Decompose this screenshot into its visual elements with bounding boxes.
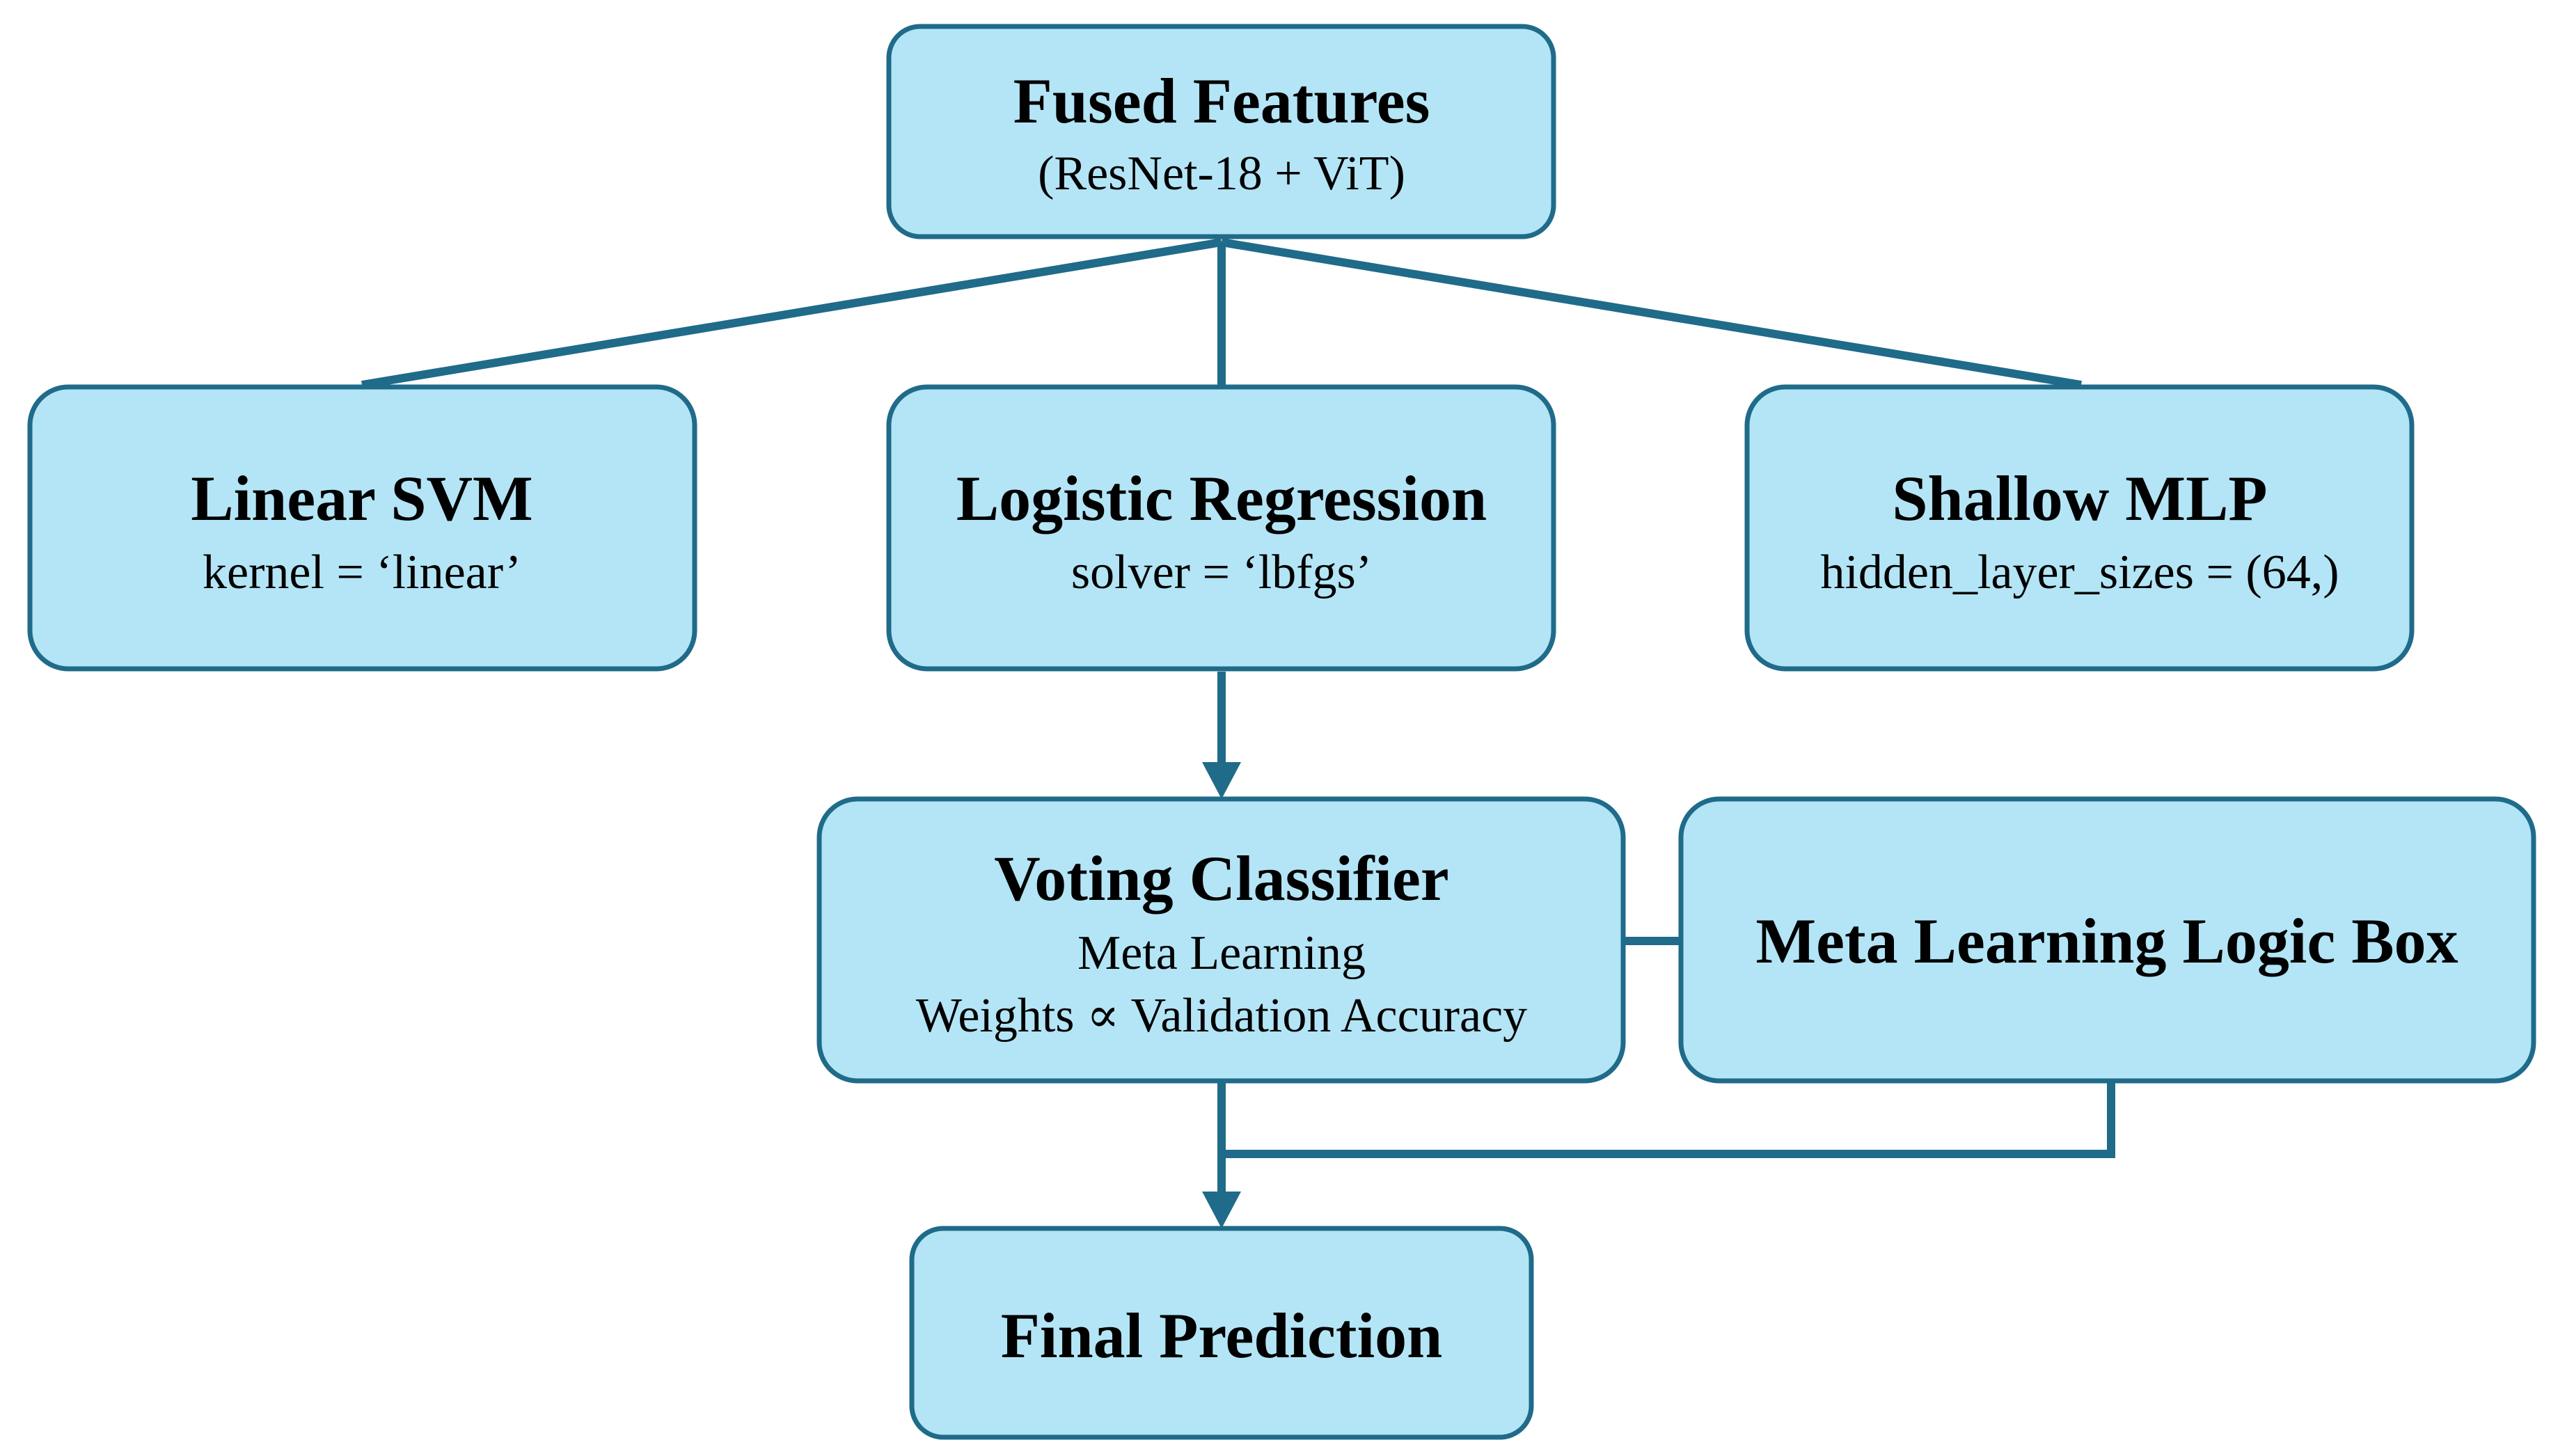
node-logistic-regression-subtitle: solver = ‘lbfgs’ (1071, 546, 1372, 599)
arrowhead-to-voting (1202, 762, 1241, 799)
node-logistic-regression: Logistic Regression solver = ‘lbfgs’ (886, 384, 1556, 672)
node-fused-features: Fused Features (ResNet-18 + ViT) (886, 24, 1556, 239)
node-linear-svm-box (27, 384, 697, 672)
node-voting-classifier-line2: Weights ∝ Validation Accuracy (916, 989, 1527, 1043)
node-meta-learning-logic-box: Meta Learning Logic Box (1678, 796, 2536, 1084)
connector-fused-to-svm (361, 238, 1222, 389)
node-voting-classifier-title: Voting Classifier (994, 843, 1448, 914)
node-meta-learning-logic-box-title: Meta Learning Logic Box (1755, 905, 2458, 976)
node-linear-svm-title: Linear SVM (191, 463, 533, 534)
node-fused-features-subtitle: (ResNet-18 + ViT) (1038, 147, 1405, 200)
node-voting-classifier-box (816, 796, 1626, 1084)
arrowhead-to-final (1202, 1192, 1241, 1228)
node-shallow-mlp-box (1744, 384, 2415, 672)
node-logistic-regression-box (886, 384, 1556, 672)
node-voting-classifier: Voting Classifier Meta Learning Weights … (816, 796, 1626, 1084)
connector-meta-to-merge (1222, 1083, 2115, 1158)
node-logistic-regression-title: Logistic Regression (956, 463, 1487, 534)
node-shallow-mlp-subtitle: hidden_layer_sizes = (64,) (1820, 546, 2339, 599)
node-final-prediction-box (909, 1226, 1534, 1440)
node-meta-learning-logic-box-box (1678, 796, 2536, 1084)
node-fused-features-box (886, 24, 1556, 239)
node-final-prediction: Final Prediction (909, 1226, 1534, 1440)
node-shallow-mlp-title: Shallow MLP (1892, 463, 2267, 534)
connector-fused-to-mlp (1221, 238, 2082, 389)
node-final-prediction-title: Final Prediction (1001, 1300, 1443, 1371)
node-linear-svm-subtitle: kernel = ‘linear’ (203, 546, 521, 599)
node-shallow-mlp: Shallow MLP hidden_layer_sizes = (64,) (1744, 384, 2415, 672)
node-linear-svm: Linear SVM kernel = ‘linear’ (27, 384, 697, 672)
node-voting-classifier-line1: Meta Learning (1077, 926, 1366, 980)
connectors (361, 238, 2115, 1228)
node-fused-features-title: Fused Features (1013, 65, 1430, 136)
